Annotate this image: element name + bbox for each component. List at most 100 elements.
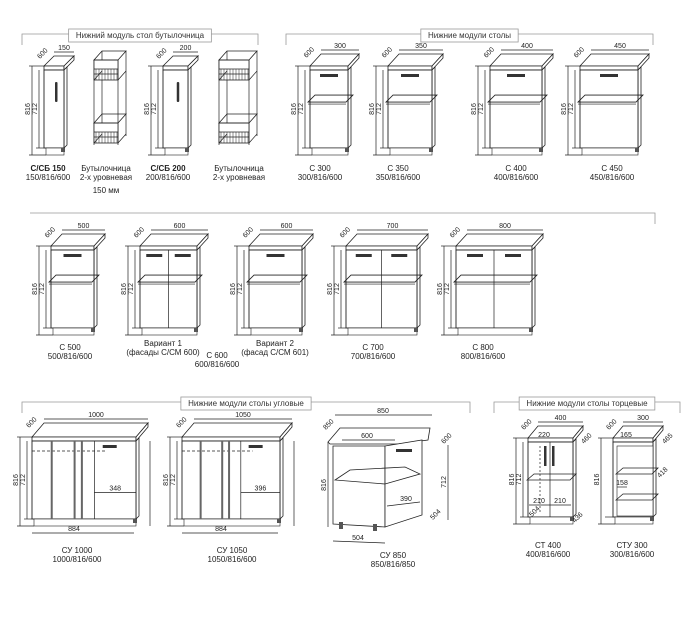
depth-dim: 600 bbox=[449, 226, 462, 239]
module-name: Бутылочница bbox=[214, 164, 264, 173]
width-dim: 150 bbox=[58, 45, 70, 52]
shelf bbox=[614, 493, 659, 501]
module-name: С/СБ 200 bbox=[150, 164, 186, 173]
countertop-top bbox=[139, 233, 209, 247]
countertop-side bbox=[572, 424, 584, 444]
cabinet-body bbox=[387, 69, 433, 149]
cabinet-body bbox=[527, 441, 574, 518]
height-dim: 816 bbox=[321, 479, 328, 491]
shelf bbox=[307, 94, 354, 103]
basket-tier bbox=[218, 113, 258, 144]
top-inner-dim: 165 bbox=[620, 432, 632, 439]
module-note: 2-х уровневая bbox=[213, 173, 265, 182]
section-title: Нижние модули столы bbox=[428, 31, 511, 40]
module-size: 450/816/600 bbox=[590, 173, 635, 182]
cabinet-body bbox=[181, 440, 281, 520]
side-panel bbox=[431, 66, 436, 149]
section-title-box bbox=[180, 396, 312, 411]
countertop-edge bbox=[612, 437, 654, 443]
body-height-dim: 712 bbox=[237, 283, 244, 295]
countertop-edge bbox=[31, 436, 137, 442]
module-size: 1050/816/600 bbox=[208, 555, 257, 564]
countertop-side bbox=[93, 232, 106, 252]
module-size: 600/816/600 bbox=[195, 360, 240, 369]
section-frame bbox=[493, 401, 681, 413]
height-dim: 816 bbox=[437, 283, 444, 295]
height-dim: 816 bbox=[144, 103, 151, 115]
module-name: СУ 850 bbox=[380, 551, 407, 560]
width-dim: 500 bbox=[78, 223, 90, 230]
cabinet-body bbox=[309, 69, 349, 149]
module-name: С 400 bbox=[505, 164, 527, 173]
leg bbox=[345, 148, 349, 152]
cabinet-body bbox=[579, 69, 639, 149]
height-dim: 816 bbox=[509, 474, 516, 486]
depth-dim: 600 bbox=[483, 46, 496, 59]
inner-width-dim: 390 bbox=[400, 496, 412, 503]
shelf bbox=[343, 274, 423, 283]
module-name: Бутылочница bbox=[81, 164, 131, 173]
height-dim: 816 bbox=[369, 103, 376, 115]
countertop-top bbox=[31, 422, 149, 438]
depth-dim: 600 bbox=[573, 46, 586, 59]
handle-icon bbox=[55, 82, 58, 102]
countertop-edge bbox=[309, 65, 349, 71]
height-dim: 816 bbox=[561, 103, 568, 115]
leg bbox=[61, 148, 65, 152]
pillar bbox=[50, 441, 53, 519]
section-title: Нижние модули столы торцевые bbox=[526, 399, 648, 408]
cabinet-right-face bbox=[384, 439, 423, 528]
module-size: 700/816/600 bbox=[351, 352, 396, 361]
cabinet-body bbox=[248, 249, 303, 329]
section-corner: Нижние модули столы угловые bbox=[21, 396, 471, 413]
body-height-dim: 712 bbox=[376, 103, 383, 115]
module-size: 300/816/600 bbox=[298, 173, 343, 182]
countertop-edge bbox=[50, 245, 95, 251]
handle-icon bbox=[391, 254, 408, 257]
section-tables: Нижние модули столы bbox=[285, 28, 654, 45]
basket-top bbox=[93, 50, 127, 61]
module-note: (фасад С/СМ 601) bbox=[241, 348, 309, 357]
side-panel bbox=[301, 246, 306, 329]
handle-icon bbox=[396, 449, 412, 452]
depth-dim: 600 bbox=[155, 47, 168, 60]
body-height-dim: 712 bbox=[334, 283, 341, 295]
side-panel bbox=[572, 438, 577, 518]
leg bbox=[194, 328, 198, 332]
cabinet-body bbox=[162, 69, 189, 149]
depth-dim: 600 bbox=[339, 226, 352, 239]
wire bbox=[93, 70, 103, 81]
side-panel bbox=[279, 437, 284, 520]
body-height-dim: 712 bbox=[20, 474, 27, 486]
width-dim: 200 bbox=[180, 45, 192, 52]
countertop-edge bbox=[139, 245, 198, 251]
section-title-box bbox=[518, 396, 656, 411]
leg bbox=[299, 328, 303, 332]
basket-tier bbox=[218, 50, 258, 81]
leg bbox=[373, 524, 377, 531]
width-dim: 1050 bbox=[235, 412, 251, 419]
leg bbox=[539, 148, 543, 152]
leg bbox=[185, 148, 189, 152]
countertop-edge bbox=[527, 437, 574, 443]
section-frame bbox=[21, 401, 471, 413]
wire bbox=[248, 70, 258, 81]
basket-frame bbox=[93, 59, 119, 81]
module-size: 400/816/600 bbox=[494, 173, 539, 182]
section-frame bbox=[21, 33, 259, 45]
width-dim: 700 bbox=[387, 223, 399, 230]
plinth bbox=[529, 516, 574, 525]
module-size: 350/816/600 bbox=[376, 173, 421, 182]
wire bbox=[218, 70, 228, 81]
width-dim: 600 bbox=[281, 223, 293, 230]
